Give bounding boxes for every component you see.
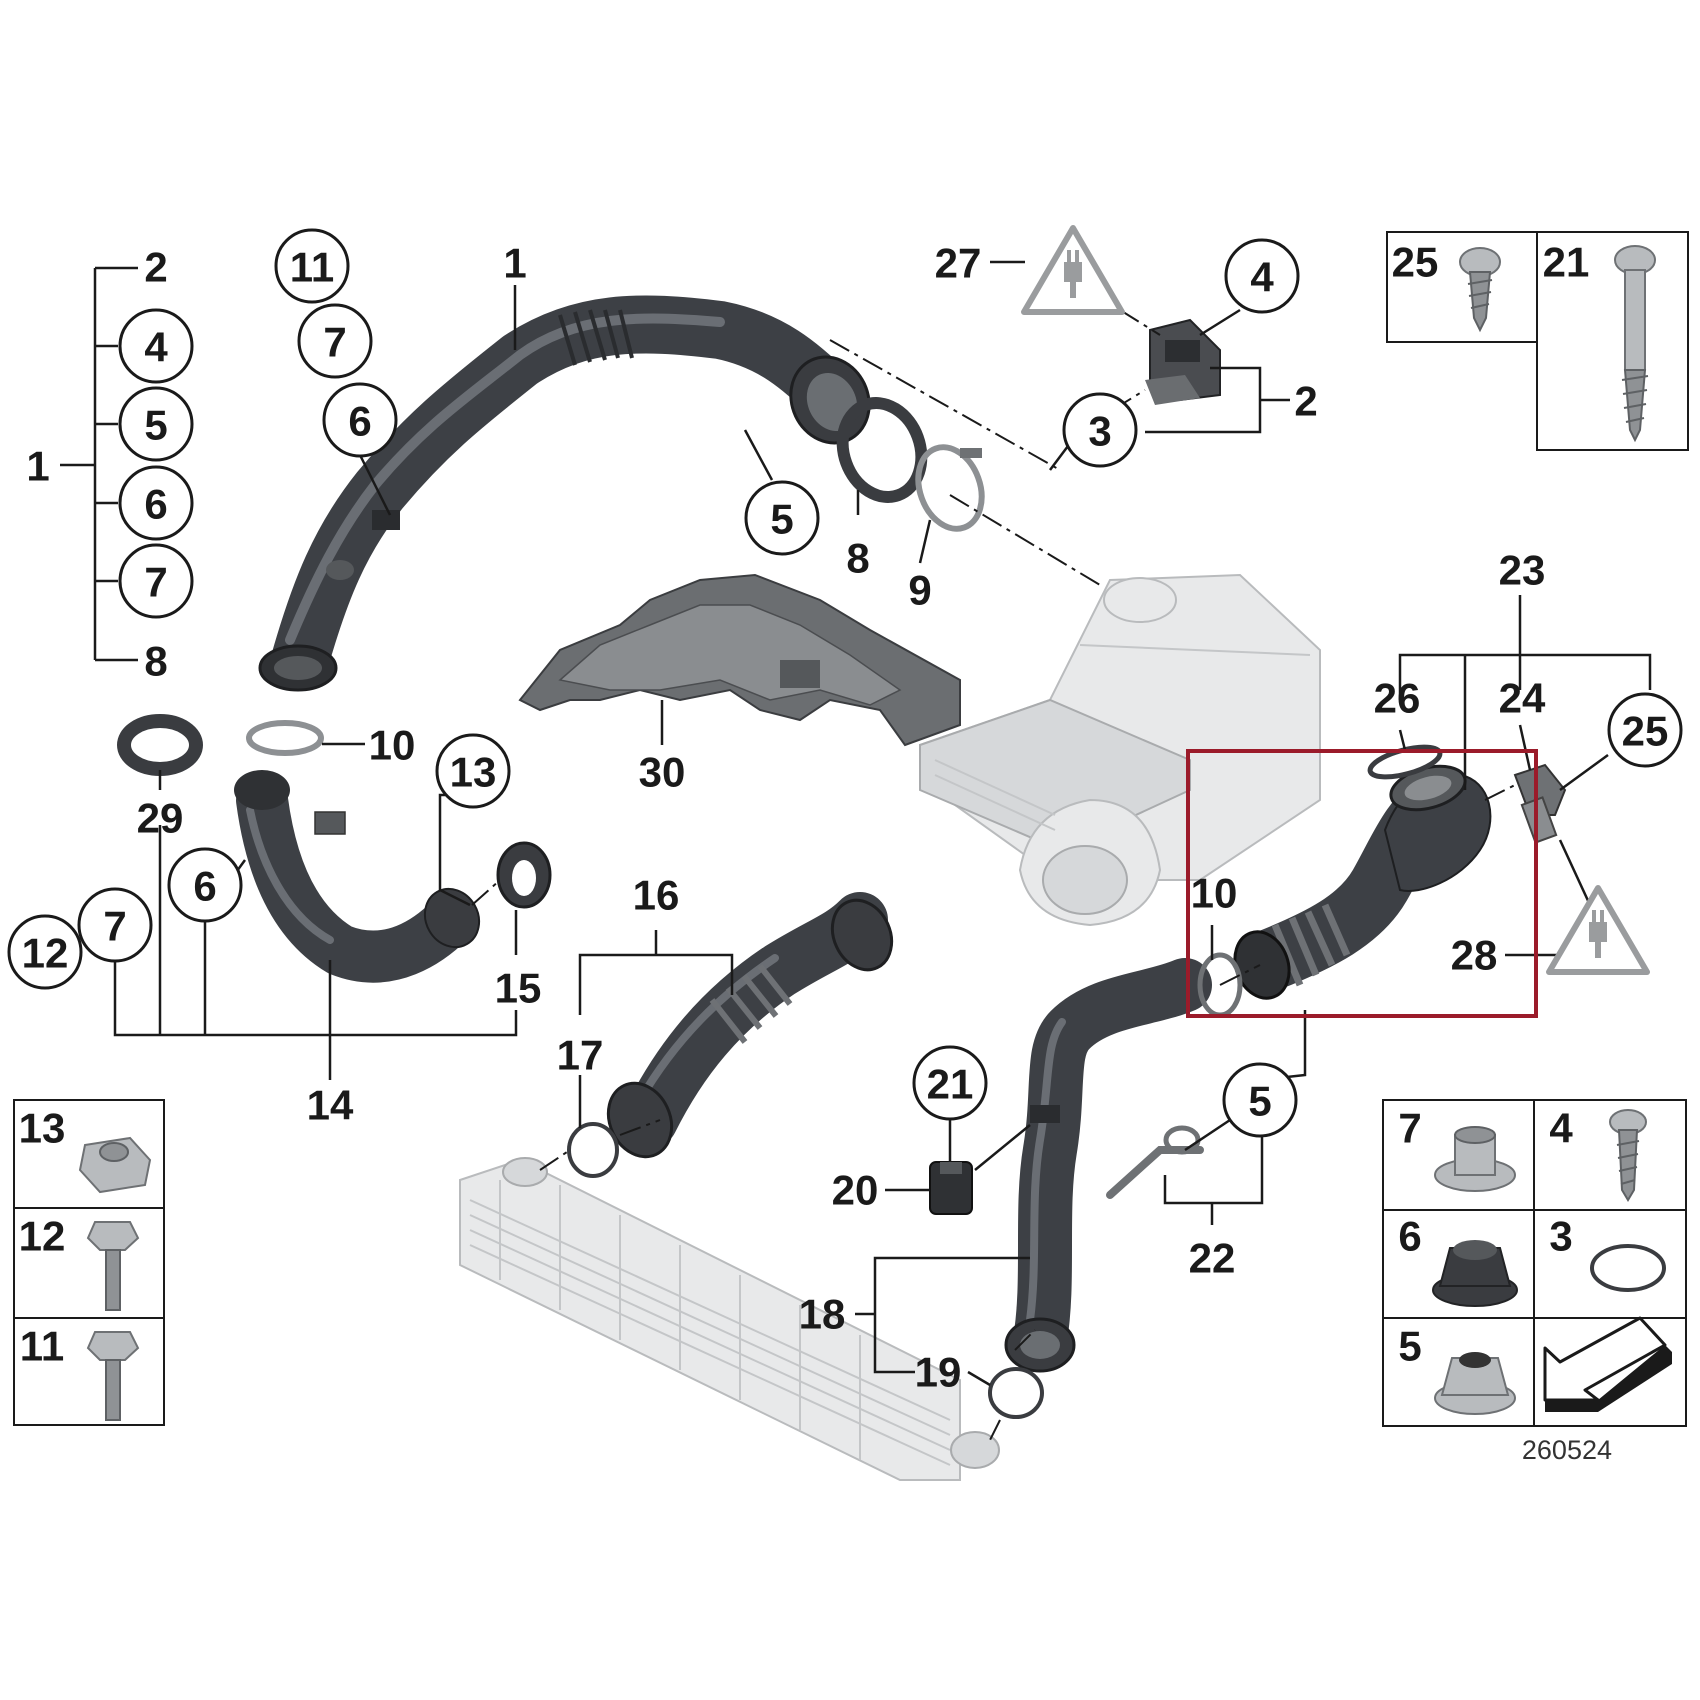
label-13-circled: 13: [450, 749, 497, 796]
highlight-box: [1186, 749, 1538, 1018]
label-5-circled-bottom: 5: [1248, 1078, 1271, 1125]
label-22: 22: [1189, 1235, 1236, 1282]
warning-plug-icon-2: [1546, 885, 1650, 975]
label-5-left: 5: [144, 402, 167, 449]
label-4-top: 4: [1250, 254, 1274, 301]
navigation-arrow-icon: [1543, 1316, 1672, 1412]
label-30: 30: [639, 749, 686, 796]
panel-label-5: 5: [1398, 1323, 1421, 1370]
bolt-11-icon: [86, 1331, 140, 1421]
label-27: 27: [935, 240, 982, 287]
label-23: 23: [1499, 547, 1546, 594]
hose-18: [1004, 958, 1212, 1373]
panel-label-7: 7: [1398, 1105, 1421, 1152]
label-8-mid: 8: [846, 535, 869, 582]
spacer-7-icon: [1434, 1126, 1516, 1192]
drawing-number: 260524: [1522, 1435, 1612, 1465]
label-9: 9: [908, 567, 931, 614]
label-19: 19: [915, 1349, 962, 1396]
o-ring-17: [567, 1122, 619, 1178]
hose-clamp-9: [915, 444, 985, 532]
label-28: 28: [1451, 932, 1498, 979]
panel-label-13: 13: [19, 1105, 66, 1152]
label-3-top: 3: [1088, 408, 1111, 455]
label-12-circled: 12: [22, 930, 69, 977]
label-circles: [7, 228, 1683, 1138]
hose-16: [606, 892, 894, 1159]
hose-23-assembly: [1233, 764, 1492, 1000]
label-1-top: 1: [503, 240, 526, 287]
label-5-mid: 5: [770, 496, 793, 543]
fastener-panel-bottom-left: 13 12 11: [13, 1099, 165, 1426]
label-6-mid: 6: [193, 863, 216, 910]
o-ring-3-icon: [1590, 1244, 1666, 1292]
panel-label-4: 4: [1549, 1105, 1573, 1152]
bracket-22: [1106, 1125, 1204, 1199]
seal-ring-8: [836, 397, 928, 503]
hose-14: [234, 770, 481, 983]
screw-panel-top-right: 25 21: [1386, 231, 1689, 451]
air-filter-box-ghost: [919, 573, 1321, 927]
label-20: 20: [832, 1167, 879, 1214]
screw-25-icon: [1459, 247, 1501, 333]
fastener-panel-bottom-right: 7 4 6 3 5: [1382, 1099, 1687, 1427]
leader-lines: [60, 260, 1652, 1441]
label-16: 16: [633, 872, 680, 919]
label-21-circled: 21: [927, 1061, 974, 1108]
label-11-top: 11: [290, 244, 334, 291]
panel-label-6: 6: [1398, 1213, 1421, 1260]
label-1-group: 1: [26, 443, 49, 490]
grommet-6-icon: [1432, 1240, 1518, 1307]
intercooler-ghost: [459, 1157, 1000, 1481]
heat-shield-part: [518, 573, 961, 747]
panel-label-21: 21: [1543, 239, 1590, 286]
panel-label-11: 11: [20, 1323, 64, 1370]
sensor-assembly-2: [1145, 318, 1221, 405]
label-24: 24: [1499, 675, 1546, 722]
panel-label-3: 3: [1549, 1213, 1572, 1260]
label-7-mid: 7: [103, 903, 126, 950]
label-8-left: 8: [144, 638, 167, 685]
warning-plug-icon: [1021, 225, 1125, 315]
panel-label-12: 12: [19, 1213, 66, 1260]
grommet-15: [496, 841, 552, 909]
label-2-right: 2: [1294, 378, 1317, 425]
label-26: 26: [1374, 675, 1421, 722]
label-7-left: 7: [144, 559, 167, 606]
panel-label-25: 25: [1392, 239, 1439, 286]
callout-labels: 1 2 4 5 6 7 8 11 7 6 1 27 4 2 3 5 8 9 30…: [22, 240, 1669, 1396]
screw-21-icon: [1614, 245, 1656, 443]
intake-hose-1: [258, 295, 871, 692]
label-15: 15: [495, 965, 542, 1012]
label-18: 18: [799, 1291, 846, 1338]
label-17: 17: [557, 1032, 604, 1079]
bolt-12-icon: [86, 1221, 140, 1311]
nut-13-icon: [78, 1136, 152, 1194]
label-2-left: 2: [144, 244, 167, 291]
hose-clamp-10-left: [246, 720, 324, 756]
clip-20: [929, 1161, 973, 1215]
sensor-24: [1513, 763, 1567, 844]
o-ring-19: [988, 1367, 1044, 1419]
label-10-left: 10: [369, 722, 416, 769]
label-25-circled: 25: [1622, 708, 1669, 755]
label-29: 29: [137, 795, 184, 842]
label-10-right: 10: [1191, 870, 1238, 917]
label-7-top: 7: [323, 319, 346, 366]
bushing-5-icon: [1434, 1352, 1516, 1415]
screw-4-icon: [1609, 1109, 1647, 1202]
label-6-top: 6: [348, 398, 371, 445]
seal-ring-29: [117, 714, 203, 776]
label-14: 14: [307, 1082, 354, 1129]
label-6-left: 6: [144, 481, 167, 528]
label-4-left: 4: [144, 324, 168, 371]
